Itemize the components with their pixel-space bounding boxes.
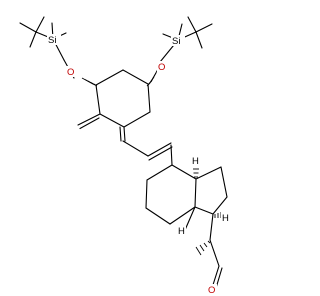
atom-o-right: O: [158, 62, 165, 73]
tbs-right-group: [159, 16, 213, 63]
hashed-bond-c20-me: [195, 240, 211, 256]
hashed-bond-c17-h: [214, 212, 222, 218]
atom-h-c13: H: [178, 226, 185, 237]
atom-si-left: Si: [48, 35, 56, 46]
atom-si-right: Si: [172, 36, 180, 47]
cd-ring-system: [145, 144, 228, 231]
hashed-bond-c3-o: [81, 77, 98, 87]
a-ring: [77, 68, 159, 130]
tbs-left-group: [19, 16, 75, 79]
atom-o-left: O: [67, 67, 74, 78]
side-chain: [195, 213, 223, 289]
molecule-canvas: Si Si O O H H H O: [19, 16, 230, 296]
triene-linker: [119, 126, 173, 161]
atom-h-c14: H: [192, 156, 199, 167]
structure-drawing: Si Si O O H H H O: [19, 16, 230, 296]
hashed-bond-c1-o: [146, 68, 159, 87]
atom-o-aldehyde: O: [208, 285, 215, 296]
atom-h-c17: H: [222, 213, 229, 224]
atom-labels: Si Si O O H H H O: [47, 34, 230, 296]
